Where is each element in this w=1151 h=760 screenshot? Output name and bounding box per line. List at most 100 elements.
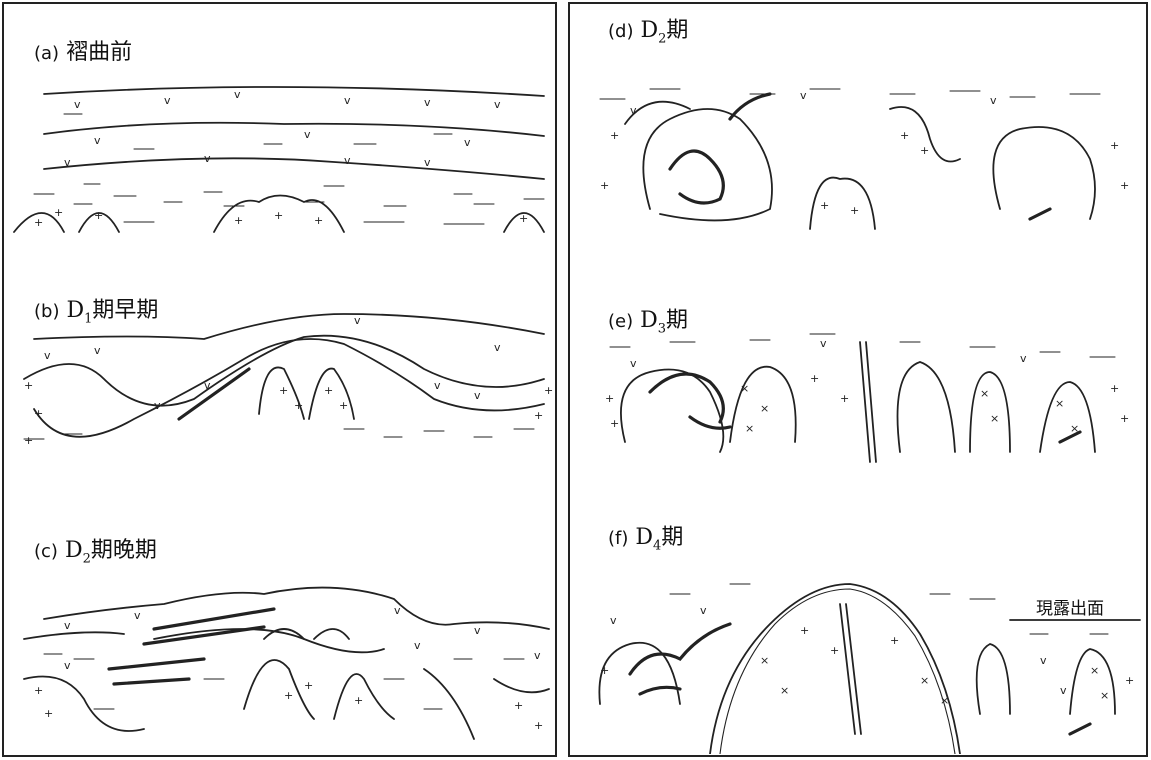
panel-f-sketch: vvvv ×××× ×× +++++ [570, 564, 1146, 754]
svg-text:×: × [980, 387, 989, 400]
svg-text:v: v [424, 156, 431, 169]
svg-text:+: + [1110, 382, 1119, 395]
svg-text:v: v [424, 96, 431, 109]
svg-text:+: + [600, 664, 609, 677]
svg-text:v: v [134, 609, 141, 622]
svg-text:+: + [544, 384, 553, 397]
svg-text:+: + [54, 206, 63, 219]
svg-text:+: + [920, 144, 929, 157]
svg-text:v: v [630, 357, 637, 370]
svg-text:+: + [534, 719, 543, 732]
svg-text:×: × [1090, 664, 1099, 677]
svg-text:×: × [940, 694, 949, 707]
svg-text:v: v [464, 136, 471, 149]
panel-e-sketch: vvv ××× ×××× ++++ ++ [570, 322, 1146, 482]
svg-text:v: v [800, 89, 807, 102]
svg-text:v: v [474, 389, 481, 402]
svg-text:+: + [810, 372, 819, 385]
svg-text:v: v [164, 94, 171, 107]
svg-text:+: + [24, 434, 33, 447]
panel-column-left: (a) 褶曲前 vvv vvv vvv vvvv +++ ++++ (b) D1… [2, 2, 557, 757]
svg-text:+: + [314, 214, 323, 227]
svg-text:v: v [434, 379, 441, 392]
svg-text:×: × [1070, 422, 1079, 435]
svg-text:v: v [610, 614, 617, 627]
svg-text:+: + [34, 684, 43, 697]
svg-text:v: v [394, 604, 401, 617]
svg-text:+: + [1125, 674, 1134, 687]
svg-text:×: × [740, 382, 749, 395]
panel-column-right: (d) D2期 vvv ++++ ++++ (e) D3期 vvv ××× ××… [568, 2, 1148, 757]
svg-text:+: + [840, 392, 849, 405]
svg-text:v: v [1020, 352, 1027, 365]
svg-text:+: + [294, 399, 303, 412]
svg-text:v: v [154, 399, 161, 412]
svg-text:+: + [1120, 179, 1129, 192]
svg-text:+: + [900, 129, 909, 142]
svg-text:v: v [1040, 654, 1047, 667]
svg-text:+: + [850, 204, 859, 217]
svg-text:+: + [339, 399, 348, 412]
svg-text:v: v [414, 639, 421, 652]
svg-text:+: + [1110, 139, 1119, 152]
svg-text:v: v [94, 344, 101, 357]
svg-text:v: v [630, 104, 637, 117]
svg-text:×: × [1055, 397, 1064, 410]
svg-text:v: v [94, 134, 101, 147]
svg-text:×: × [920, 674, 929, 687]
svg-text:v: v [234, 88, 241, 101]
panel-b-sketch: vvvv vvvv +++ ++++ ++ [4, 309, 555, 469]
svg-text:v: v [990, 94, 997, 107]
svg-text:v: v [204, 152, 211, 165]
svg-text:+: + [279, 384, 288, 397]
panel-d-label: (d) D2期 [608, 12, 688, 46]
svg-text:×: × [760, 654, 769, 667]
svg-text:×: × [990, 412, 999, 425]
svg-text:v: v [700, 604, 707, 617]
svg-text:+: + [610, 417, 619, 430]
svg-text:v: v [494, 341, 501, 354]
svg-text:×: × [745, 422, 754, 435]
svg-text:+: + [830, 644, 839, 657]
svg-text:+: + [34, 407, 43, 420]
svg-text:v: v [64, 659, 71, 672]
svg-text:+: + [514, 699, 523, 712]
svg-text:×: × [1100, 689, 1109, 702]
svg-text:+: + [284, 689, 293, 702]
svg-text:v: v [304, 128, 311, 141]
svg-text:v: v [64, 619, 71, 632]
svg-text:v: v [344, 154, 351, 167]
svg-text:+: + [34, 216, 43, 229]
svg-text:+: + [534, 409, 543, 422]
svg-text:+: + [610, 129, 619, 142]
svg-text:+: + [44, 707, 53, 720]
svg-text:+: + [600, 179, 609, 192]
svg-text:+: + [94, 209, 103, 222]
panel-c-label: (c) D2期晚期 [34, 532, 157, 566]
panel-c-sketch: vvvv vvv ++++ +++ [4, 579, 555, 754]
panel-a-label: (a) 褶曲前 [34, 34, 132, 66]
svg-text:+: + [274, 209, 283, 222]
svg-text:v: v [1060, 684, 1067, 697]
svg-text:v: v [204, 379, 211, 392]
svg-text:+: + [324, 384, 333, 397]
svg-text:+: + [890, 634, 899, 647]
svg-text:+: + [519, 212, 528, 225]
svg-text:×: × [780, 684, 789, 697]
svg-text:×: × [760, 402, 769, 415]
svg-text:v: v [44, 349, 51, 362]
svg-text:v: v [74, 98, 81, 111]
svg-text:v: v [474, 624, 481, 637]
panel-d-sketch: v v v + + + + + + + + [570, 79, 1146, 244]
panel-f-label: (f) D4期 [608, 519, 683, 553]
svg-text:+: + [234, 214, 243, 227]
svg-text:+: + [1120, 412, 1129, 425]
svg-text:v: v [354, 314, 361, 327]
svg-text:+: + [820, 199, 829, 212]
svg-text:+: + [605, 392, 614, 405]
svg-text:v: v [344, 94, 351, 107]
svg-text:+: + [800, 624, 809, 637]
svg-text:v: v [494, 98, 501, 111]
svg-text:+: + [304, 679, 313, 692]
svg-text:+: + [354, 694, 363, 707]
